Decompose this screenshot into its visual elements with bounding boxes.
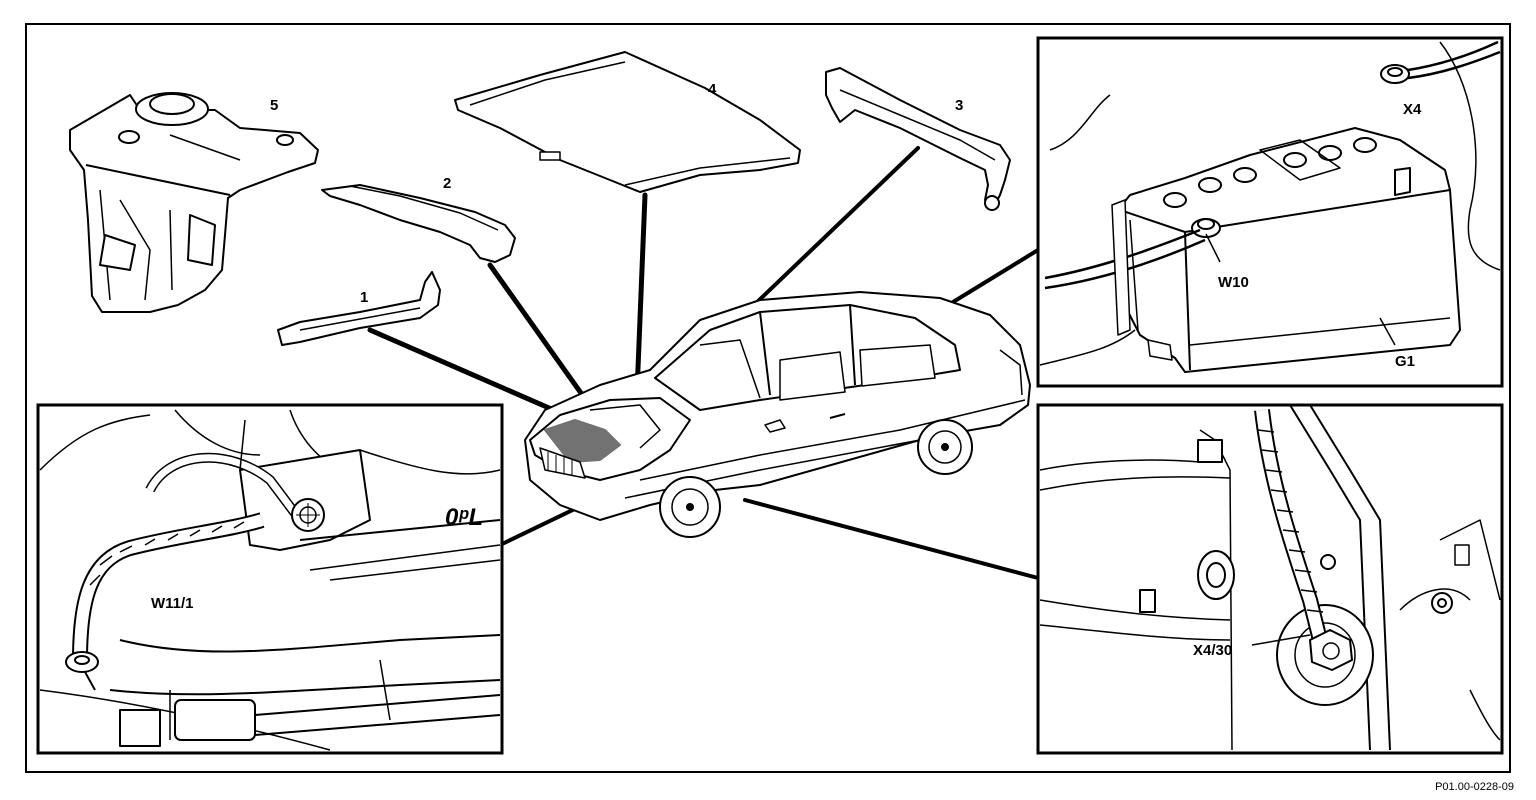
part-1-bracket [278, 272, 440, 345]
label-g1: G1 [1395, 353, 1415, 370]
label-w11-1: W11/1 [151, 595, 194, 612]
part-4-cover [455, 52, 800, 192]
label-w10: W10 [1218, 274, 1249, 291]
label-x4: X4 [1403, 101, 1422, 118]
car-illustration [525, 292, 1030, 537]
figure-caption: P01.00-0228-09 [1435, 781, 1514, 793]
part-1-label: 1 [360, 289, 368, 306]
label-x4-30: X4/30 [1193, 642, 1232, 659]
part-2-label: 2 [443, 175, 451, 192]
part-3-rail [826, 68, 1010, 210]
part-3-label: 3 [955, 97, 963, 114]
inset-ground-w11: 0ᵖL W11/1 [38, 405, 502, 753]
part-2-trim [322, 185, 515, 262]
part-5-label: 5 [270, 97, 278, 114]
part-5-reservoir [70, 93, 318, 312]
part-4-label: 4 [708, 81, 717, 98]
svg-text:0ᵖL: 0ᵖL [445, 504, 483, 531]
inset-battery: W10 G1 X4 [1038, 38, 1502, 386]
inset-ground-x4-30: X4/30 [1038, 405, 1502, 753]
